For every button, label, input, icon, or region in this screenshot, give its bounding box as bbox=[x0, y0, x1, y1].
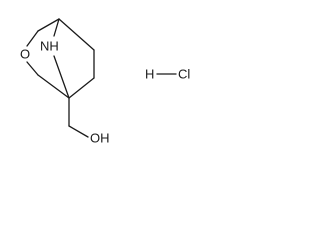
skeleton-bonds bbox=[26, 18, 95, 138]
bond-n-c5 bbox=[53, 55, 70, 99]
ring-oxygen-label: O bbox=[20, 47, 30, 62]
bond-c2-o bbox=[26, 30, 39, 47]
hcl-chlorine-label: Cl bbox=[178, 67, 190, 82]
bond-c4-c5 bbox=[37, 74, 70, 99]
bridge-nitrogen-label: NH bbox=[40, 39, 59, 54]
bond-c1-c7 bbox=[58, 18, 95, 51]
bond-c1-c2 bbox=[37, 18, 60, 32]
hydrochloride-salt: H Cl bbox=[145, 67, 190, 82]
hydroxyl-label: OH bbox=[90, 131, 110, 146]
chemical-structure: O NH OH H Cl bbox=[20, 18, 190, 146]
bond-c1-n bbox=[53, 18, 60, 37]
bond-c6-c5 bbox=[68, 77, 95, 99]
hcl-hydrogen-label: H bbox=[145, 67, 154, 82]
bond-o-c4 bbox=[26, 61, 39, 76]
bond-ch2-oh bbox=[68, 125, 89, 138]
